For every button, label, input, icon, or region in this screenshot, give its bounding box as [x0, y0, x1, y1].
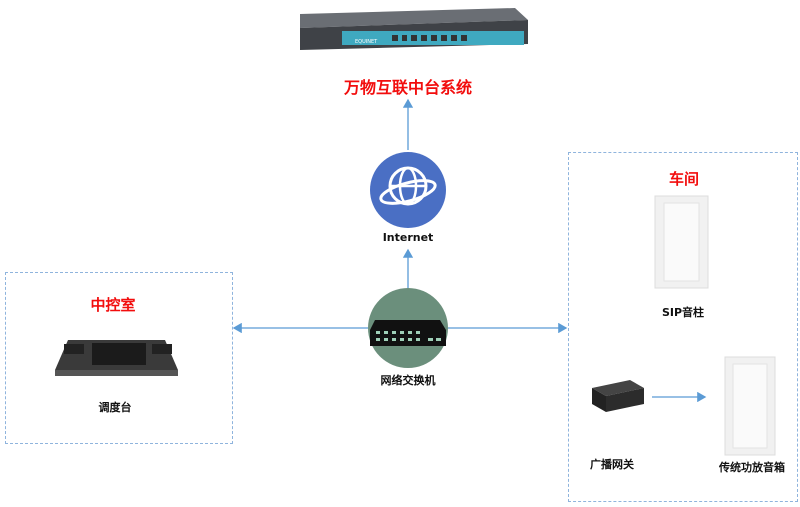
router-brand: EQUINET — [355, 39, 378, 45]
router-device — [300, 8, 528, 50]
gateway-label: 广播网关 — [590, 458, 634, 471]
dispatch-console-image — [55, 340, 178, 376]
broadcast-gateway-image — [592, 380, 644, 412]
internet-icon — [370, 152, 446, 228]
sip-speaker-label: SIP音柱 — [661, 306, 705, 319]
switch-icon — [368, 288, 448, 368]
control-room-title: 中控室 — [90, 296, 136, 314]
sip-speaker-image — [654, 195, 709, 289]
internet-label: Internet — [382, 231, 434, 244]
workshop-title: 车间 — [668, 170, 700, 188]
console-label: 调度台 — [98, 401, 132, 414]
traditional-speaker-label: 传统功放音箱 — [719, 461, 785, 474]
platform-title: 万物互联中台系统 — [343, 78, 473, 97]
traditional-speaker-image — [724, 356, 776, 456]
switch-label: 网络交换机 — [380, 374, 436, 387]
workshop-zone — [568, 152, 798, 502]
control-room-zone — [5, 272, 233, 444]
